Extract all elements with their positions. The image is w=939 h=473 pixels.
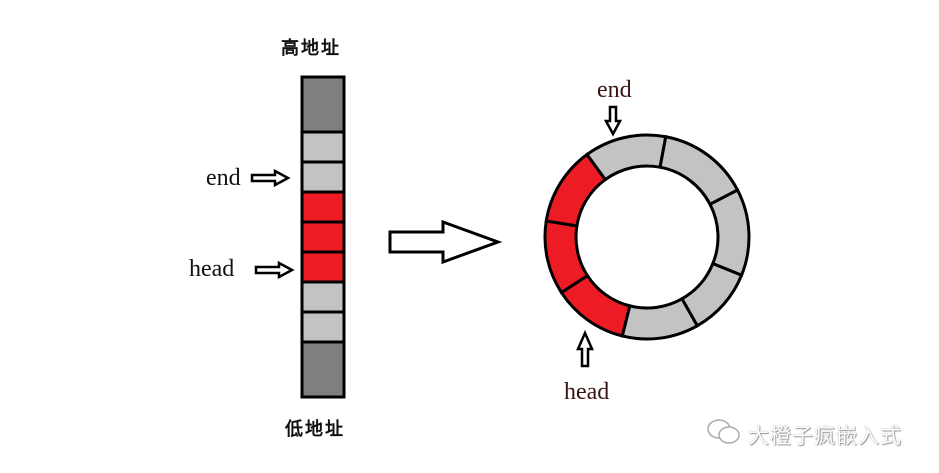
ring-segment-grey	[708, 188, 751, 278]
memory-cell-dark	[300, 340, 346, 399]
memory-cell-red	[300, 220, 346, 254]
ring-end-label: end	[597, 77, 632, 103]
memory-cell-dark	[300, 75, 346, 134]
transform-arrow-icon	[388, 219, 503, 265]
memory-cell-grey	[300, 310, 346, 344]
ring-head-arrow-icon	[576, 329, 594, 368]
memory-cell-red	[300, 250, 346, 284]
memory-cell-grey	[300, 130, 346, 164]
ring-end-arrow-icon	[603, 105, 623, 137]
memory-cell-grey	[300, 160, 346, 194]
memory-cell-red	[300, 190, 346, 224]
memory-cell-grey	[300, 280, 346, 314]
ring-segment-grey	[620, 296, 700, 341]
left-head-label: head	[189, 256, 235, 282]
ring-head-label: head	[564, 379, 610, 405]
end-pointer-arrow-icon	[250, 168, 291, 188]
ring-segment-grey	[584, 133, 668, 182]
watermark-text: 大橙子疯嵌入式	[748, 424, 902, 448]
head-pointer-arrow-icon	[254, 260, 295, 280]
left-end-label: end	[206, 165, 241, 191]
memory-column	[300, 75, 346, 399]
ring-segment-grey	[658, 134, 740, 207]
high-address-label: 高地址	[281, 38, 341, 59]
low-address-label: 低地址	[285, 419, 345, 440]
ring-buffer	[543, 133, 751, 341]
wechat-icon	[705, 417, 743, 447]
